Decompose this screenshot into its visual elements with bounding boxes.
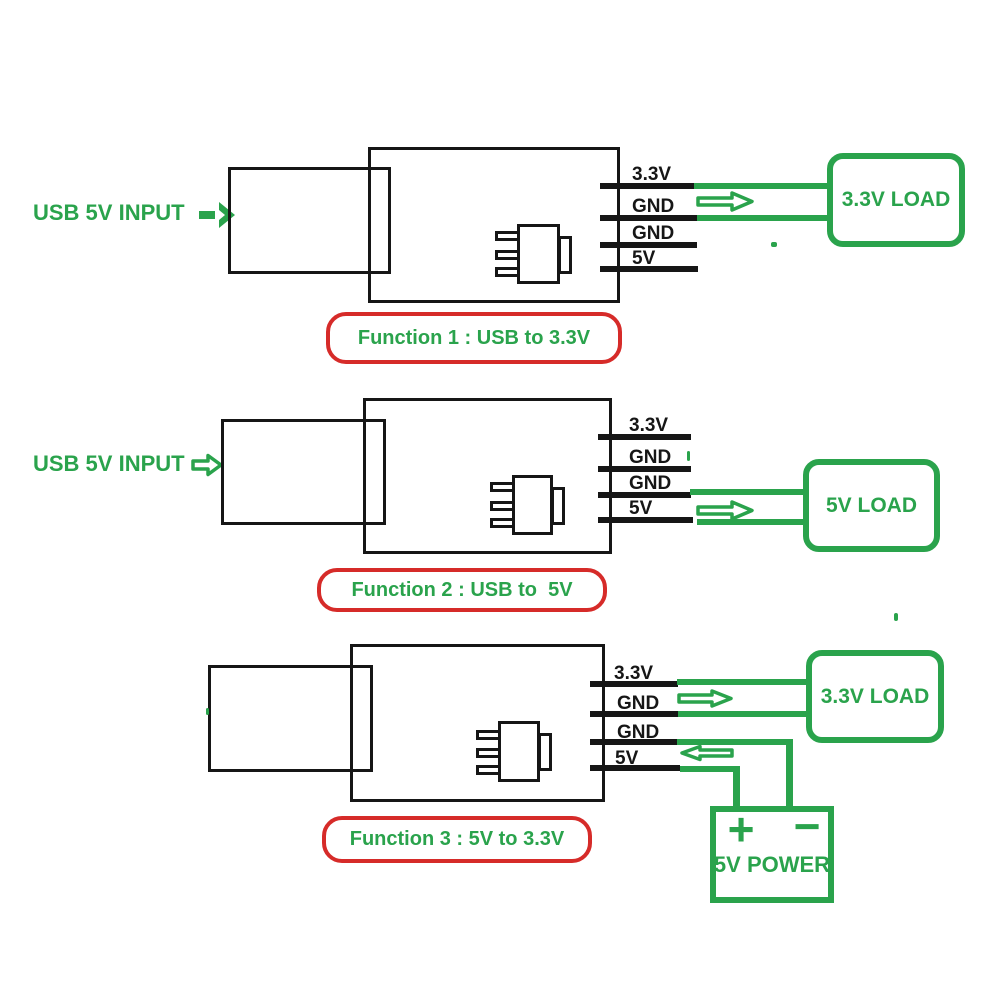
pin-label-gnd1: GND	[632, 196, 675, 217]
load-box-label: 5V LOAD	[825, 493, 917, 517]
pin-line-gnd1	[598, 466, 691, 472]
caption-function-2: Function 2 : USB to 5V	[317, 568, 607, 612]
pin-label-gnd1: GND	[629, 447, 672, 468]
flow-arrow-right-icon	[696, 191, 754, 212]
pin-label-3v3: 3.3V	[629, 415, 669, 436]
caption-text: Function 2 : USB to 5V	[351, 578, 573, 601]
usb-connector	[208, 665, 373, 772]
pin-label-3v3: 3.3V	[614, 663, 654, 684]
stray-mark	[894, 613, 898, 621]
stray-mark	[687, 451, 690, 461]
load-box-3v3: 3.3V LOAD	[806, 650, 944, 743]
ic-body	[517, 224, 560, 284]
pin-line-5v	[598, 517, 693, 523]
wire-gnd-to-load	[697, 215, 827, 221]
pin-label-gnd1: GND	[617, 693, 660, 714]
pin-line-3v3	[590, 681, 678, 687]
wire-gnd-to-load	[690, 489, 803, 495]
pin-label-3v3: 3.3V	[632, 164, 672, 185]
ic-tab	[538, 733, 552, 771]
caption-function-1: Function 1 : USB to 3.3V	[326, 312, 622, 364]
flow-arrow-right-icon	[677, 689, 733, 708]
load-box-3v3: 3.3V LOAD	[827, 153, 965, 247]
usb-input-label: USB 5V INPUT	[33, 451, 185, 476]
wire-3v3-to-load	[677, 679, 806, 685]
plus-terminal: +	[727, 803, 755, 855]
wire-gnd-to-power-vertical	[786, 739, 793, 810]
pin-label-gnd2: GND	[617, 722, 660, 743]
wire-5v-to-power-vertical	[733, 766, 740, 810]
module-board	[368, 147, 620, 303]
input-arrow-icon	[191, 453, 223, 477]
ic-tab	[551, 487, 565, 525]
load-box-5v: 5V LOAD	[803, 459, 940, 552]
pin-line-gnd2	[590, 739, 678, 745]
wire-gnd-to-load	[678, 711, 806, 717]
pin-label-gnd2: GND	[632, 223, 675, 244]
power-box	[710, 806, 834, 903]
pin-label-5v: 5V	[632, 248, 656, 269]
usb-connector	[221, 419, 386, 525]
load-box-label: 3.3V LOAD	[841, 188, 951, 211]
pin-line-5v	[600, 266, 698, 272]
stray-mark	[206, 708, 209, 715]
wire-3v3-to-load	[694, 183, 827, 189]
usb-connector	[228, 167, 391, 274]
pin-line-gnd2	[600, 242, 697, 248]
load-box-label: 3.3V LOAD	[820, 684, 930, 708]
stray-mark	[771, 242, 777, 247]
pin-label-5v: 5V	[629, 498, 653, 519]
pin-line-gnd2	[598, 492, 691, 498]
flow-arrow-left-icon	[680, 744, 734, 762]
pin-line-5v	[590, 765, 680, 771]
caption-function-3: Function 3 : 5V to 3.3V	[322, 816, 592, 863]
usb-input-label: USB 5V INPUT	[33, 200, 185, 225]
minus-terminal: −	[793, 800, 821, 852]
caption-text: Function 3 : 5V to 3.3V	[349, 828, 565, 850]
pin-line-gnd1	[600, 215, 698, 221]
wire-5v-to-load	[697, 519, 803, 525]
flow-arrow-right-icon	[696, 500, 754, 521]
wire-5v-to-power	[680, 766, 740, 772]
ic-body	[512, 475, 553, 535]
pin-line-gnd1	[590, 711, 679, 717]
pin-line-3v3	[598, 434, 691, 440]
module-board	[363, 398, 612, 554]
power-box-label: 5V POWER	[713, 852, 831, 877]
wire-gnd-to-power	[677, 739, 793, 745]
pin-line-3v3	[600, 183, 696, 189]
ic-tab	[558, 236, 572, 274]
caption-text: Function 1 : USB to 3.3V	[357, 326, 591, 349]
module-board	[350, 644, 605, 802]
pin-label-5v: 5V	[615, 748, 639, 769]
ic-body	[498, 721, 540, 782]
pin-label-gnd2: GND	[629, 473, 672, 494]
input-arrow-icon	[199, 202, 235, 228]
